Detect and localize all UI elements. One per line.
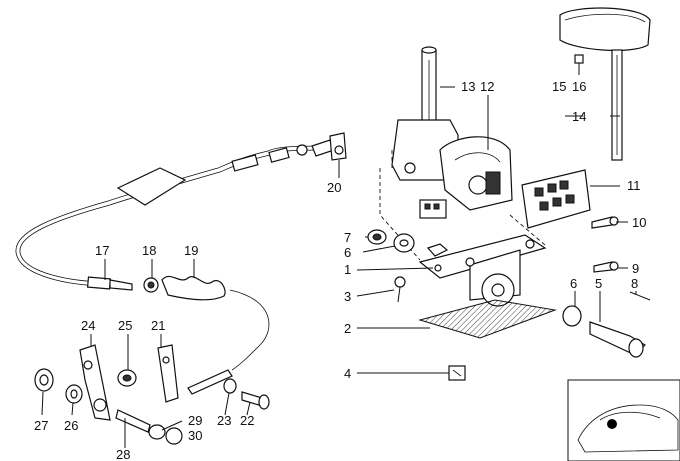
- label-26: 26: [64, 418, 78, 433]
- leader-lines: [41, 86, 637, 448]
- label-16: 16: [572, 79, 586, 94]
- label-15: 15: [552, 79, 566, 94]
- label-18: 18: [142, 243, 156, 258]
- label-9: 9: [632, 261, 639, 276]
- label-17: 17: [95, 243, 109, 258]
- gasket: [418, 299, 557, 339]
- indicator-plate: [521, 169, 591, 229]
- label-29: 29: [188, 413, 202, 428]
- selector-lever-assembly: [391, 46, 513, 219]
- label-24: 24: [81, 318, 95, 333]
- label-4: 4: [344, 366, 351, 381]
- label-10: 10: [632, 215, 646, 230]
- part-number-labels: 13 12 15 16 14 11 10 9 20 7 6 1 3 2 4 6 …: [34, 79, 646, 461]
- label-1: 1: [344, 262, 351, 277]
- label-6b: 6: [570, 276, 577, 291]
- label-30: 30: [188, 428, 202, 443]
- label-14: 14: [572, 109, 586, 124]
- label-2: 2: [344, 321, 351, 336]
- shift-cable: [15, 132, 347, 371]
- selector-knob: [559, 7, 651, 161]
- label-27: 27: [34, 418, 48, 433]
- vehicle-location-inset: [567, 379, 680, 461]
- linkage-parts: [34, 344, 270, 445]
- label-3: 3: [344, 289, 351, 304]
- label-12: 12: [480, 79, 494, 94]
- label-19: 19: [184, 243, 198, 258]
- label-28: 28: [116, 447, 130, 461]
- label-6a: 6: [344, 245, 351, 260]
- label-11: 11: [627, 178, 641, 193]
- label-5: 5: [595, 276, 602, 291]
- label-25: 25: [118, 318, 132, 333]
- label-13: 13: [461, 79, 475, 94]
- label-21: 21: [151, 318, 165, 333]
- base-plate: [418, 234, 547, 307]
- label-20: 20: [327, 180, 341, 195]
- label-23: 23: [217, 413, 231, 428]
- label-22: 22: [240, 413, 254, 428]
- label-8: 8: [631, 276, 638, 291]
- small-parts-right: [367, 216, 651, 381]
- label-7: 7: [344, 230, 351, 245]
